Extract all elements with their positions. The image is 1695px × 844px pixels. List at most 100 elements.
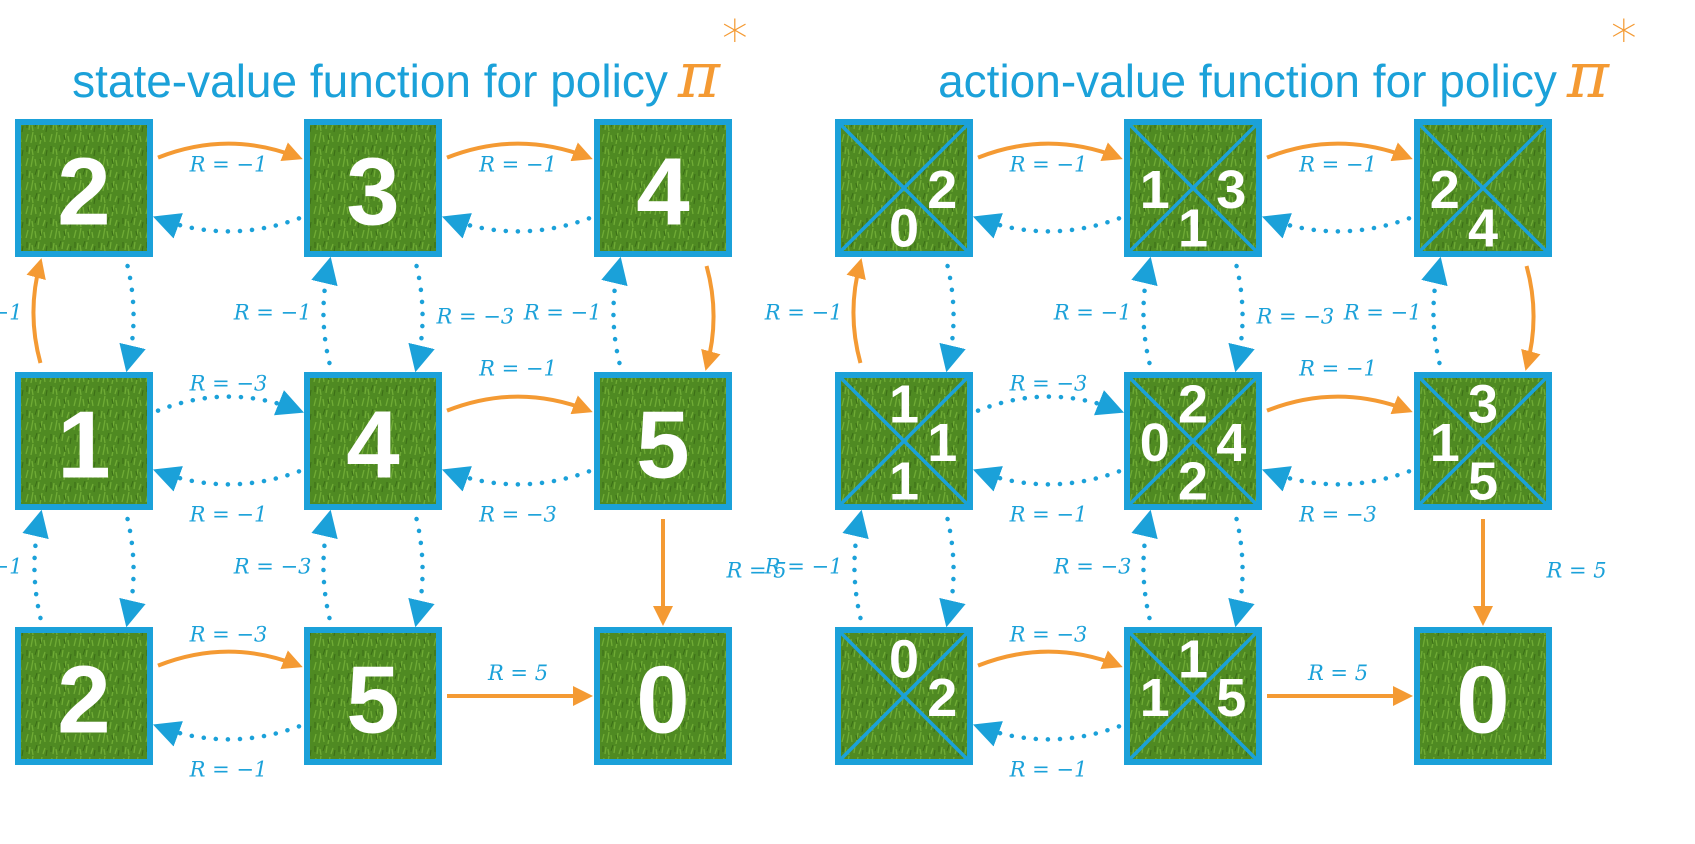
reward-label: R = −3: [233, 555, 312, 579]
reward-label: R = −1: [478, 357, 557, 381]
transition-arrow: [311, 509, 338, 621]
state-cell-2-0: 2: [15, 627, 153, 765]
action-value-down: 0: [889, 198, 919, 258]
cell-frame: [304, 119, 442, 257]
reward-label: R = −1: [1298, 357, 1377, 381]
cell-frame: [1414, 119, 1552, 257]
action-value-down: 1: [889, 451, 919, 511]
policy-transition-arrow: [446, 394, 593, 415]
optimal-superscript: *: [1610, 10, 1637, 70]
cell-frame: [1124, 119, 1262, 257]
state-value: 0: [636, 647, 689, 754]
grass-tile: [307, 630, 439, 762]
state-value: 5: [636, 392, 689, 499]
action-value-left: 2: [1430, 160, 1460, 220]
action-value-up: 1: [889, 375, 919, 435]
reward-label: R = −3: [436, 305, 515, 329]
optimal-superscript: *: [721, 10, 748, 70]
reward-label: R = −1: [1009, 153, 1088, 177]
grass-tile: [1417, 630, 1549, 762]
diagonal-line: [1125, 373, 1261, 509]
grass-tile: [18, 630, 150, 762]
policy-transition-arrow: [701, 265, 721, 371]
state-cell-0-1: 311: [1124, 119, 1262, 258]
cell-frame: [304, 372, 442, 510]
reward-label: R = −3: [478, 502, 557, 526]
reward-label: R = −3: [1298, 502, 1377, 526]
action-value-right: 4: [1216, 413, 1246, 473]
state-cell-0-2: 4: [594, 119, 732, 257]
reward-label: R = −1: [189, 757, 268, 781]
cell-frame: [15, 119, 153, 257]
action-value-title-text: action-value function for policy: [938, 55, 1557, 107]
transition-arrow: [972, 721, 1122, 747]
reward-label: R = −1: [523, 301, 602, 325]
reward-label: R = −1: [0, 301, 22, 325]
policy-transition-arrow: [977, 649, 1123, 670]
state-value: 4: [346, 392, 399, 499]
reward-label: R = −3: [189, 372, 268, 396]
transition-arrow: [1131, 256, 1158, 366]
transition-arrow: [152, 213, 302, 239]
policy-transition-arrow: [846, 258, 866, 364]
reward-label: R = −1: [189, 502, 268, 526]
reward-label: R = −3: [1256, 305, 1335, 329]
action-value-right: 3: [1216, 160, 1246, 220]
transition-arrow: [408, 516, 435, 628]
state-cell-0-1: 3: [304, 119, 442, 257]
reward-label: R = −1: [764, 555, 843, 579]
state-cell-0-2: 42: [1414, 119, 1552, 258]
state-cell-1-2: 5: [594, 372, 732, 510]
grass-tile: [597, 630, 729, 762]
action-value-left: 1: [1430, 413, 1460, 473]
action-value-down: 4: [1468, 198, 1498, 258]
cell-frame: [15, 627, 153, 765]
state-cell-2-1: 5: [304, 627, 442, 765]
action-value-right: 5: [1216, 668, 1246, 728]
policy-symbol: π: [677, 39, 720, 113]
action-value-up: 1: [1178, 630, 1208, 690]
policy-transition-arrow: [1266, 141, 1413, 162]
diagonal-line: [836, 373, 972, 509]
action-value-down: 2: [1178, 451, 1208, 511]
state-value-title-text: state-value function for policy: [72, 55, 668, 107]
state-cell-1-0: 111: [835, 372, 973, 511]
cell-frame: [594, 372, 732, 510]
state-cell-2-2: 0: [594, 627, 732, 765]
state-cell-1-2: 351: [1414, 372, 1552, 511]
action-value-right: 2: [927, 668, 957, 728]
diagonal-line: [836, 628, 972, 764]
transition-arrow: [1131, 509, 1158, 621]
transition-arrow: [441, 213, 592, 239]
transition-arrow: [972, 466, 1122, 492]
reward-label: R = −1: [1009, 502, 1088, 526]
transition-arrow: [119, 516, 146, 628]
grass-tile: [18, 122, 150, 254]
cell-frame: [304, 627, 442, 765]
transition-arrow: [311, 256, 338, 366]
transition-arrow: [441, 466, 592, 492]
transition-arrow: [939, 516, 966, 628]
transition-arrow: [1228, 516, 1255, 628]
action-value-left: 1: [1140, 668, 1170, 728]
transition-arrow: [1421, 256, 1448, 366]
grass-tile: [597, 122, 729, 254]
transition-arrow: [152, 466, 302, 492]
action-value-up: 0: [889, 630, 919, 690]
reward-label: R = 5: [726, 559, 787, 583]
reward-label: R = −1: [1298, 153, 1377, 177]
grass-tile: [18, 375, 150, 507]
cell-frame: [1414, 627, 1552, 765]
action-value-down: 5: [1468, 451, 1498, 511]
transition-arrow: [842, 509, 869, 621]
reward-label: R = −3: [1009, 623, 1088, 647]
action-value-left: 1: [1140, 160, 1170, 220]
cell-frame: [594, 119, 732, 257]
cell-frame: [594, 627, 732, 765]
action-value-right: 2: [927, 160, 957, 220]
state-cell-2-2: 0: [1414, 627, 1552, 765]
action-value-title: action-value function for policy π *: [880, 10, 1695, 108]
cell-frame: [835, 627, 973, 765]
